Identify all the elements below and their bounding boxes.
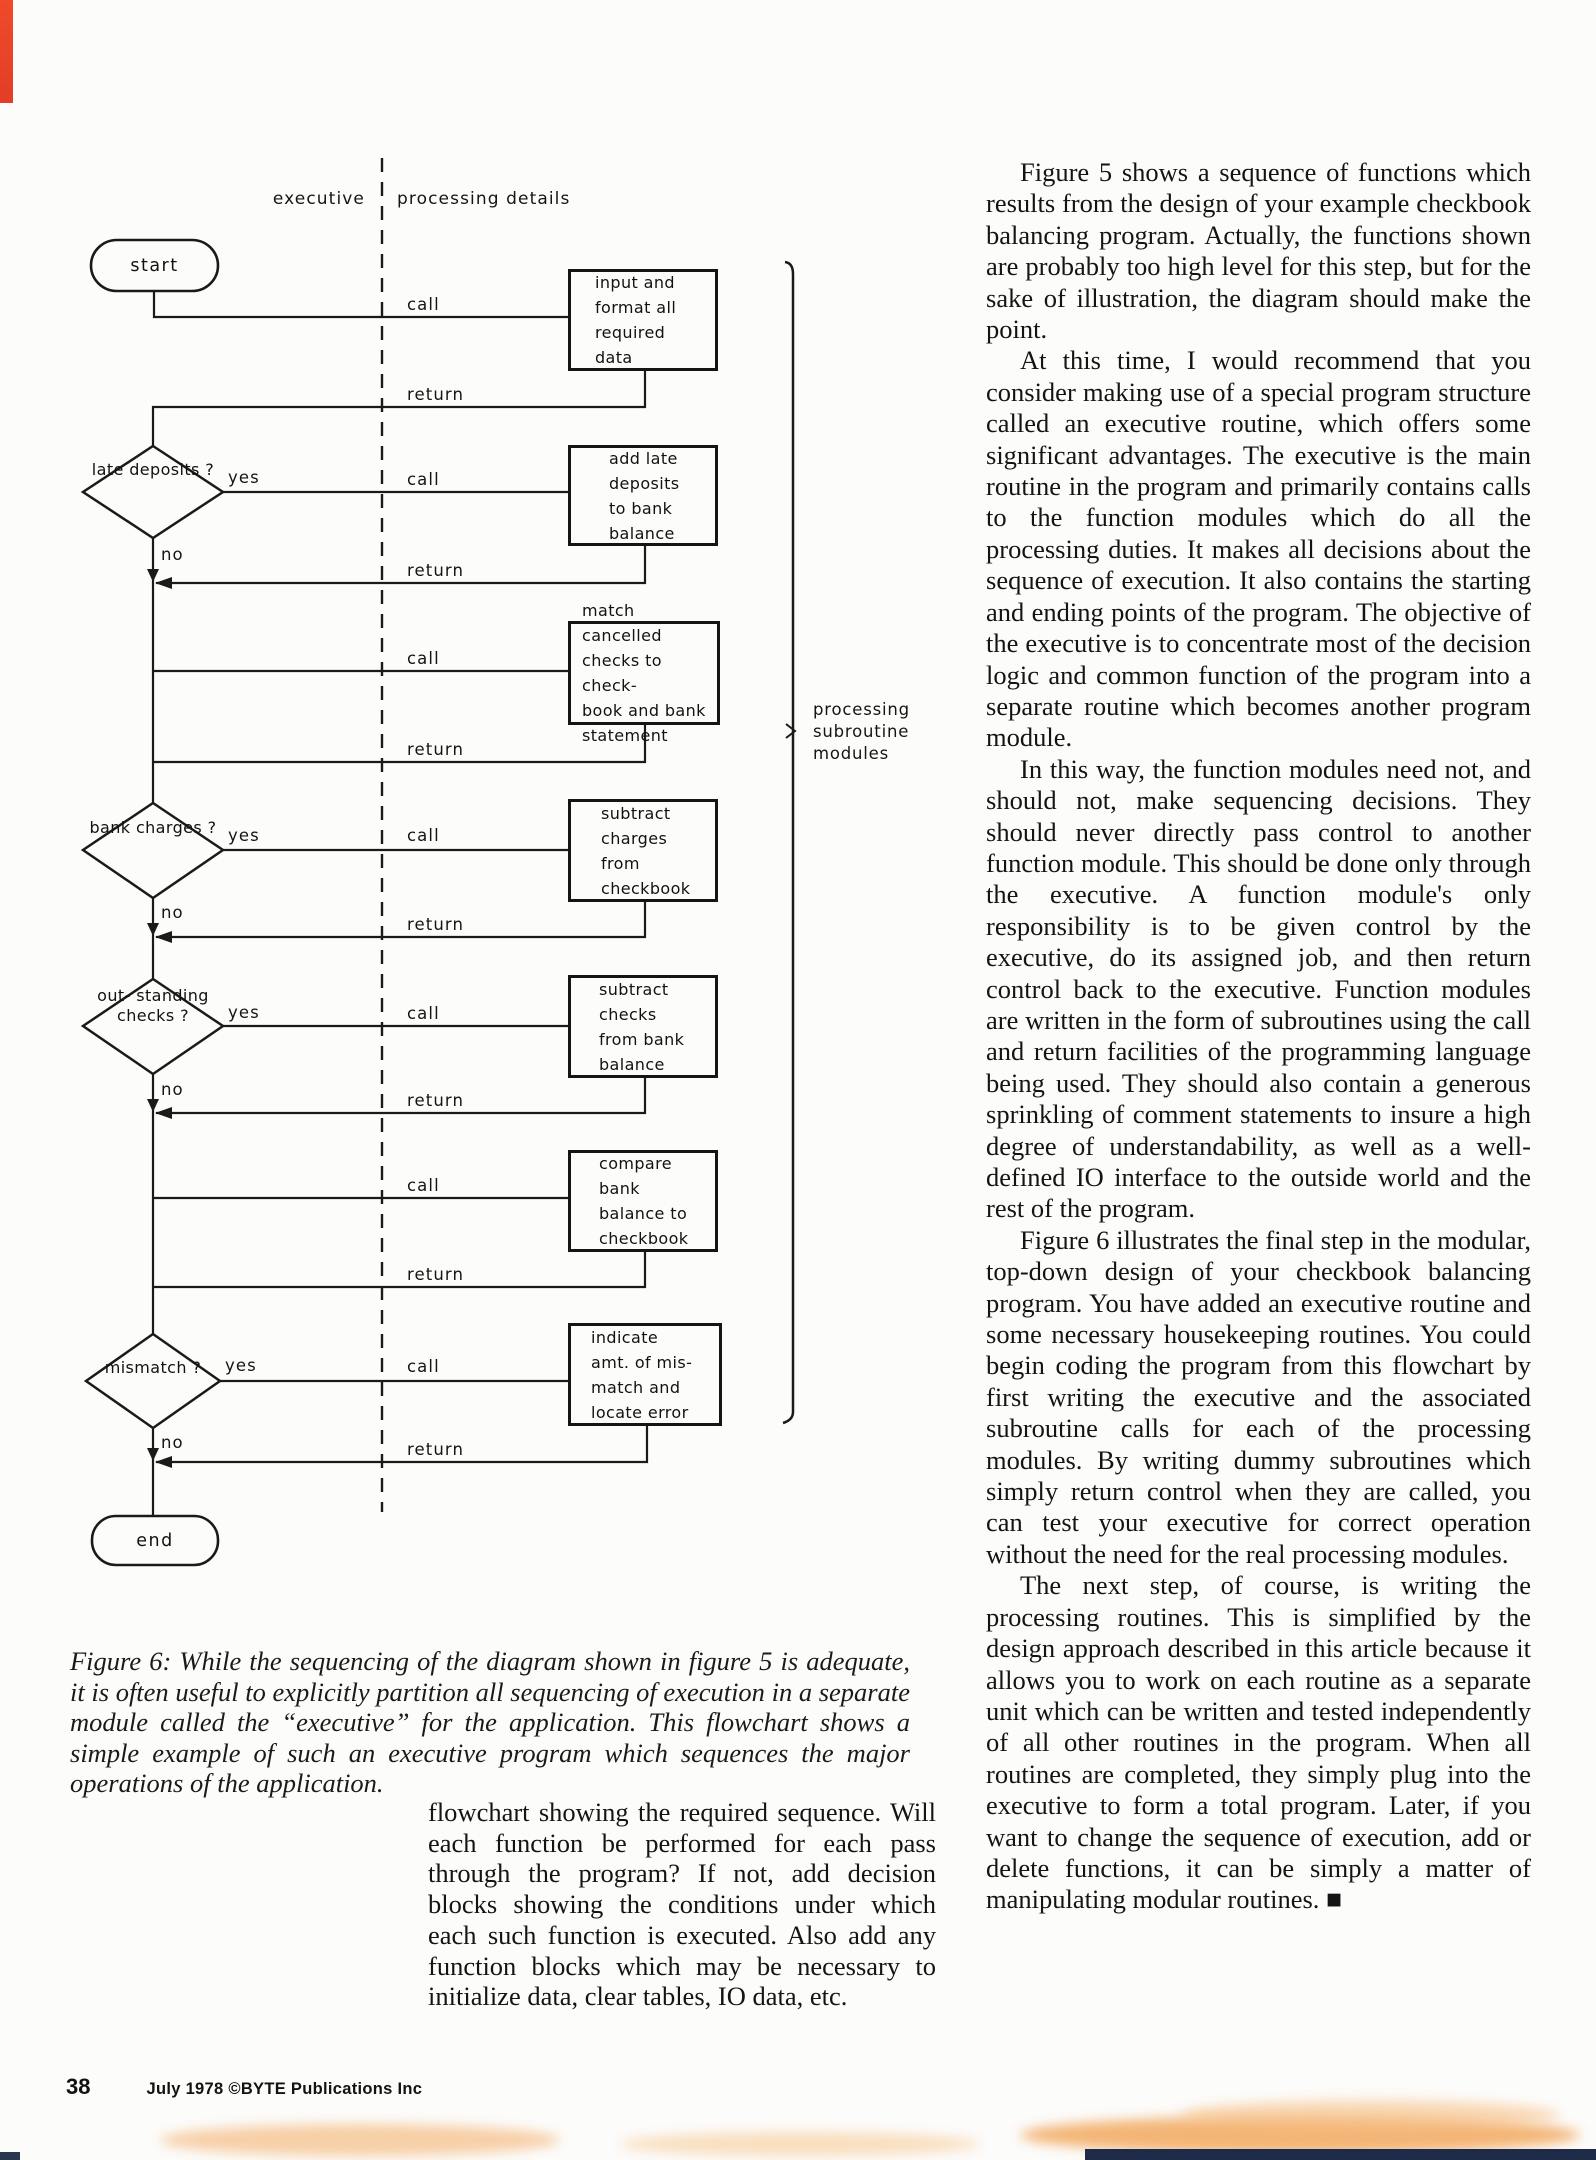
decision-outstanding-checks: out- standing checks ? <box>97 986 209 1025</box>
article-left-column-continuation: flowchart showing the required sequence.… <box>428 1797 936 2012</box>
page-footer: 38 July 1978 ©BYTE Publications Inc <box>66 2074 422 2100</box>
edge-label-call: call <box>407 1176 440 1195</box>
decision-mismatch-shape <box>83 1332 223 1430</box>
start-terminal: start <box>130 255 179 276</box>
edge-label-return: return <box>407 1440 465 1459</box>
edge-label-yes: yes <box>228 826 260 845</box>
edge-label-call: call <box>407 295 440 314</box>
article-paragraph: Figure 5 shows a sequence of functions w… <box>986 157 1531 345</box>
scan-smudge <box>620 2132 980 2156</box>
edge-label-yes: yes <box>228 1003 260 1022</box>
article-paragraph: At this time, I would recommend that you… <box>986 345 1531 753</box>
article-paragraph: In this way, the function modules need n… <box>986 753 1531 1224</box>
edge-label-call: call <box>407 649 440 668</box>
edge-label-no: no <box>161 545 184 564</box>
column-label-executive: executive <box>272 189 365 209</box>
edge-label-yes: yes <box>228 468 260 487</box>
edge-label-return: return <box>407 915 465 934</box>
edge-label-return: return <box>407 1265 465 1284</box>
decision-bank-charges: bank charges ? <box>89 818 217 837</box>
edge-label-call: call <box>407 1357 440 1376</box>
edge-label-return: return <box>407 1091 465 1110</box>
edge-label-call: call <box>407 470 440 489</box>
bracket-label-processing-subroutine-modules: processing subroutine modules <box>813 700 910 763</box>
article-paragraph: Figure 6 illustrates the final step in t… <box>986 1224 1531 1569</box>
edge-label-return: return <box>407 561 465 580</box>
decision-late-deposits: late deposits ? <box>91 460 215 479</box>
end-terminal: end <box>136 1530 174 1551</box>
edge-label-no: no <box>161 1433 184 1452</box>
next-page-edge <box>1085 2149 1596 2160</box>
next-page-edge-corner <box>0 2152 20 2160</box>
edge-label-no: no <box>161 903 184 922</box>
scan-smudge <box>1020 2116 1580 2154</box>
edge-label-yes: yes <box>225 1356 257 1375</box>
column-label-processing-details: processing details <box>397 189 571 209</box>
article-right-column: Figure 5 shows a sequence of functions w… <box>986 157 1531 1916</box>
figure-6-caption: Figure 6: While the sequencing of the di… <box>70 1646 910 1798</box>
subroutine-bracket <box>782 260 797 1425</box>
edge-label-no: no <box>161 1080 184 1099</box>
edge-label-return: return <box>407 385 465 404</box>
decision-shapes <box>80 444 226 1430</box>
edge-label-call: call <box>407 826 440 845</box>
scan-smudge <box>1180 2100 1560 2130</box>
decision-mismatch: mismatch ? <box>104 1358 202 1377</box>
page-edge-red-strip <box>0 0 13 103</box>
page-number: 38 <box>66 2074 91 2099</box>
publication-credit: July 1978 ©BYTE Publications Inc <box>146 2080 423 2098</box>
scan-smudge <box>160 2124 560 2156</box>
edge-label-return: return <box>407 740 465 759</box>
edge-label-call: call <box>407 1004 440 1023</box>
article-paragraph: The next step, of course, is writing the… <box>986 1570 1531 1915</box>
